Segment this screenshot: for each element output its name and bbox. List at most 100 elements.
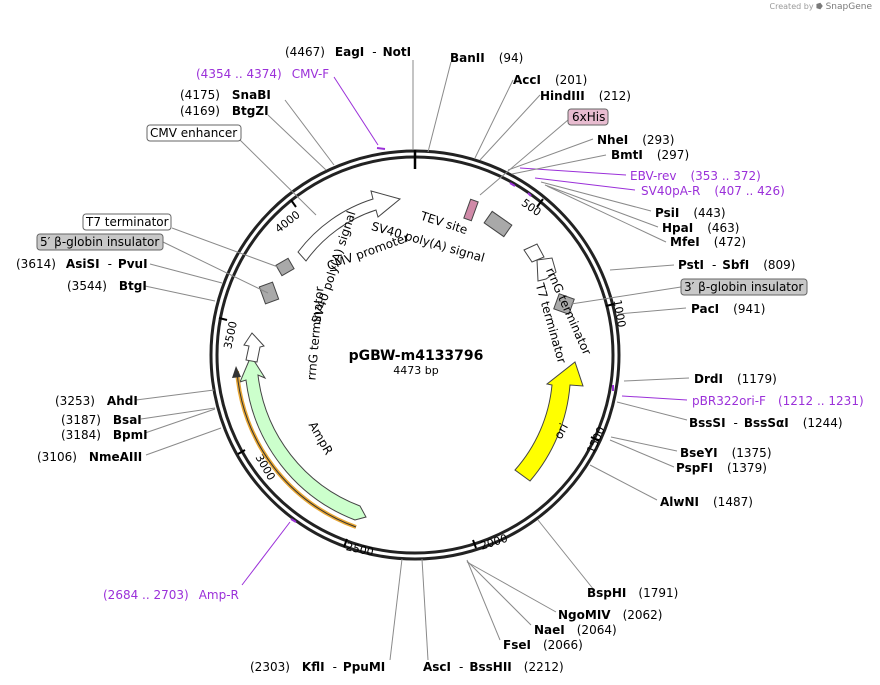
leader-paci — [617, 307, 687, 315]
ampr-highlight-head — [232, 366, 241, 378]
t7-terminator-box — [82, 213, 172, 231]
ori-arrow — [514, 361, 584, 482]
t7-left-box — [275, 257, 295, 277]
rrng-left-arrow — [243, 332, 265, 363]
site-bsphi: BspHI(1791) — [587, 586, 678, 600]
leader-cmv-enhancer — [239, 139, 317, 216]
site-eagi-noti: (4467)EagI-NotI — [285, 45, 411, 59]
site-ahdi: (3253)AhdI — [55, 394, 138, 408]
plasmid-name: pGBW-m4133796 — [349, 348, 484, 364]
site-bsai: (3187)BsaI — [61, 413, 142, 427]
leader-mfei — [546, 185, 667, 243]
site-nhei: NheI(293) — [597, 133, 674, 147]
tick-4000 — [290, 199, 297, 208]
leader-bsssi — [616, 401, 688, 421]
snapgene-credit: Created by ⭓ SnapGene — [770, 2, 872, 12]
leader-his — [479, 119, 569, 196]
leader-btgi — [144, 285, 216, 302]
leader-bsphi — [537, 519, 595, 591]
site-hindiii: HindIII(212) — [540, 89, 631, 103]
globin3-box — [680, 278, 808, 296]
leader-cmvf — [333, 76, 379, 146]
site-bseyi: BseYI(1375) — [680, 446, 772, 460]
globin5-text: 5′ β-globin insulator — [40, 235, 159, 249]
leader-lines — [135, 60, 690, 661]
leader-globin3 — [570, 286, 682, 305]
sv40-polya-left-box — [258, 281, 280, 305]
primer-pbr: pBR322ori-F(1212 .. 1231) — [692, 394, 864, 408]
tick-3500 — [218, 317, 228, 321]
rrng-right-arrow — [536, 257, 557, 282]
primer-sv40par: SV40pA-R(407 .. 426) — [641, 184, 785, 198]
label-tev-site: TEV site — [418, 209, 470, 238]
tick-500 — [536, 198, 544, 208]
leader-bmti — [511, 154, 607, 175]
plasmid-length: 4473 bp — [393, 364, 438, 377]
site-bmti: BmtI(297) — [611, 148, 689, 162]
tick-2500 — [343, 538, 348, 548]
scale-ticks — [218, 198, 615, 549]
his-tag-box — [567, 108, 609, 126]
site-psii: PsiI(443) — [655, 206, 726, 220]
tick-2000 — [472, 539, 477, 549]
leader-banii — [427, 61, 452, 153]
t7-terminator-text: T7 terminator — [85, 215, 169, 229]
leader-bseyi — [610, 436, 678, 452]
site-nmeaiii: (3106)NmeAIII — [37, 450, 142, 464]
sv40-polya-top-box — [483, 210, 513, 238]
cmv-promoter-arrow — [297, 190, 402, 262]
mark-ebvrev — [509, 182, 516, 187]
tick-label-1500: 1500 — [584, 425, 608, 456]
site-bsssi: BssSI-BssSαI(1244) — [689, 416, 843, 430]
site-paci: PacI(941) — [691, 302, 765, 316]
site-btgi: (3544)BtgI — [67, 279, 147, 293]
cmv-enhancer-text: CMV enhancer — [150, 126, 237, 140]
cmv-enhancer-box — [146, 124, 242, 142]
leader-fsei — [466, 559, 501, 641]
leader-ampr-primer — [241, 521, 291, 586]
leader-alwni — [589, 464, 658, 501]
site-fsei: FseI(2066) — [503, 638, 583, 652]
leader-psii — [540, 181, 652, 212]
leader-naei — [466, 560, 532, 626]
primer-cmvf: (4354 .. 4374)CMV-F — [196, 67, 329, 81]
site-btgzi: (4169)BtgZI — [180, 104, 269, 118]
label-ori: ori — [551, 421, 571, 441]
site-kfli-ppumi: (2303)KflI-PpuMI — [250, 660, 385, 674]
leader-t7 — [171, 227, 279, 268]
site-bpmi: (3184)BpmI — [61, 428, 148, 442]
label-ampr: AmpR — [306, 419, 336, 457]
site-ngomiv: NgoMIV(2062) — [558, 608, 662, 622]
mark-ampr — [290, 518, 297, 523]
mark-cmvf — [376, 147, 386, 150]
primer-ampr: (2684 .. 2703)Amp-R — [103, 588, 239, 602]
globin3-text: 3′ β-globin insulator — [684, 280, 803, 294]
site-drdi: DrdI(1179) — [694, 372, 777, 386]
leader-nhei — [507, 138, 594, 171]
site-asisi-pvui: (3614)AsiSI-PvuI — [16, 257, 148, 271]
leader-pbr — [621, 395, 688, 401]
leader-globin5 — [162, 241, 269, 294]
tick-label-3500: 3500 — [221, 320, 240, 350]
credit-prefix: Created by — [769, 2, 814, 11]
t7-right-arrow — [523, 243, 545, 263]
leader-psti — [609, 264, 675, 271]
his-tag-text: 6xHis — [572, 110, 605, 124]
site-mfei: MfeI(472) — [670, 235, 746, 249]
snapgene-logo-icon: ⭓ — [816, 2, 824, 11]
site-banii: BanII(94) — [450, 51, 523, 65]
ampr-highlight-inner — [236, 370, 357, 528]
credit-brand: SnapGene — [825, 2, 872, 12]
primer-marks — [290, 147, 614, 523]
leader-nmeaiii — [145, 427, 222, 456]
leader-drdi — [623, 377, 690, 382]
site-psti-sbfi: PstI-SbfI(809) — [678, 258, 795, 272]
leader-kfli — [389, 558, 403, 661]
leader-acci — [474, 79, 514, 159]
site-alwni: AlwNI(1487) — [660, 495, 753, 509]
site-snabi: (4175)SnaBI — [180, 88, 271, 102]
mark-sv40par — [527, 192, 532, 197]
leader-snabi — [284, 99, 335, 166]
ampr-arrow — [239, 354, 367, 521]
